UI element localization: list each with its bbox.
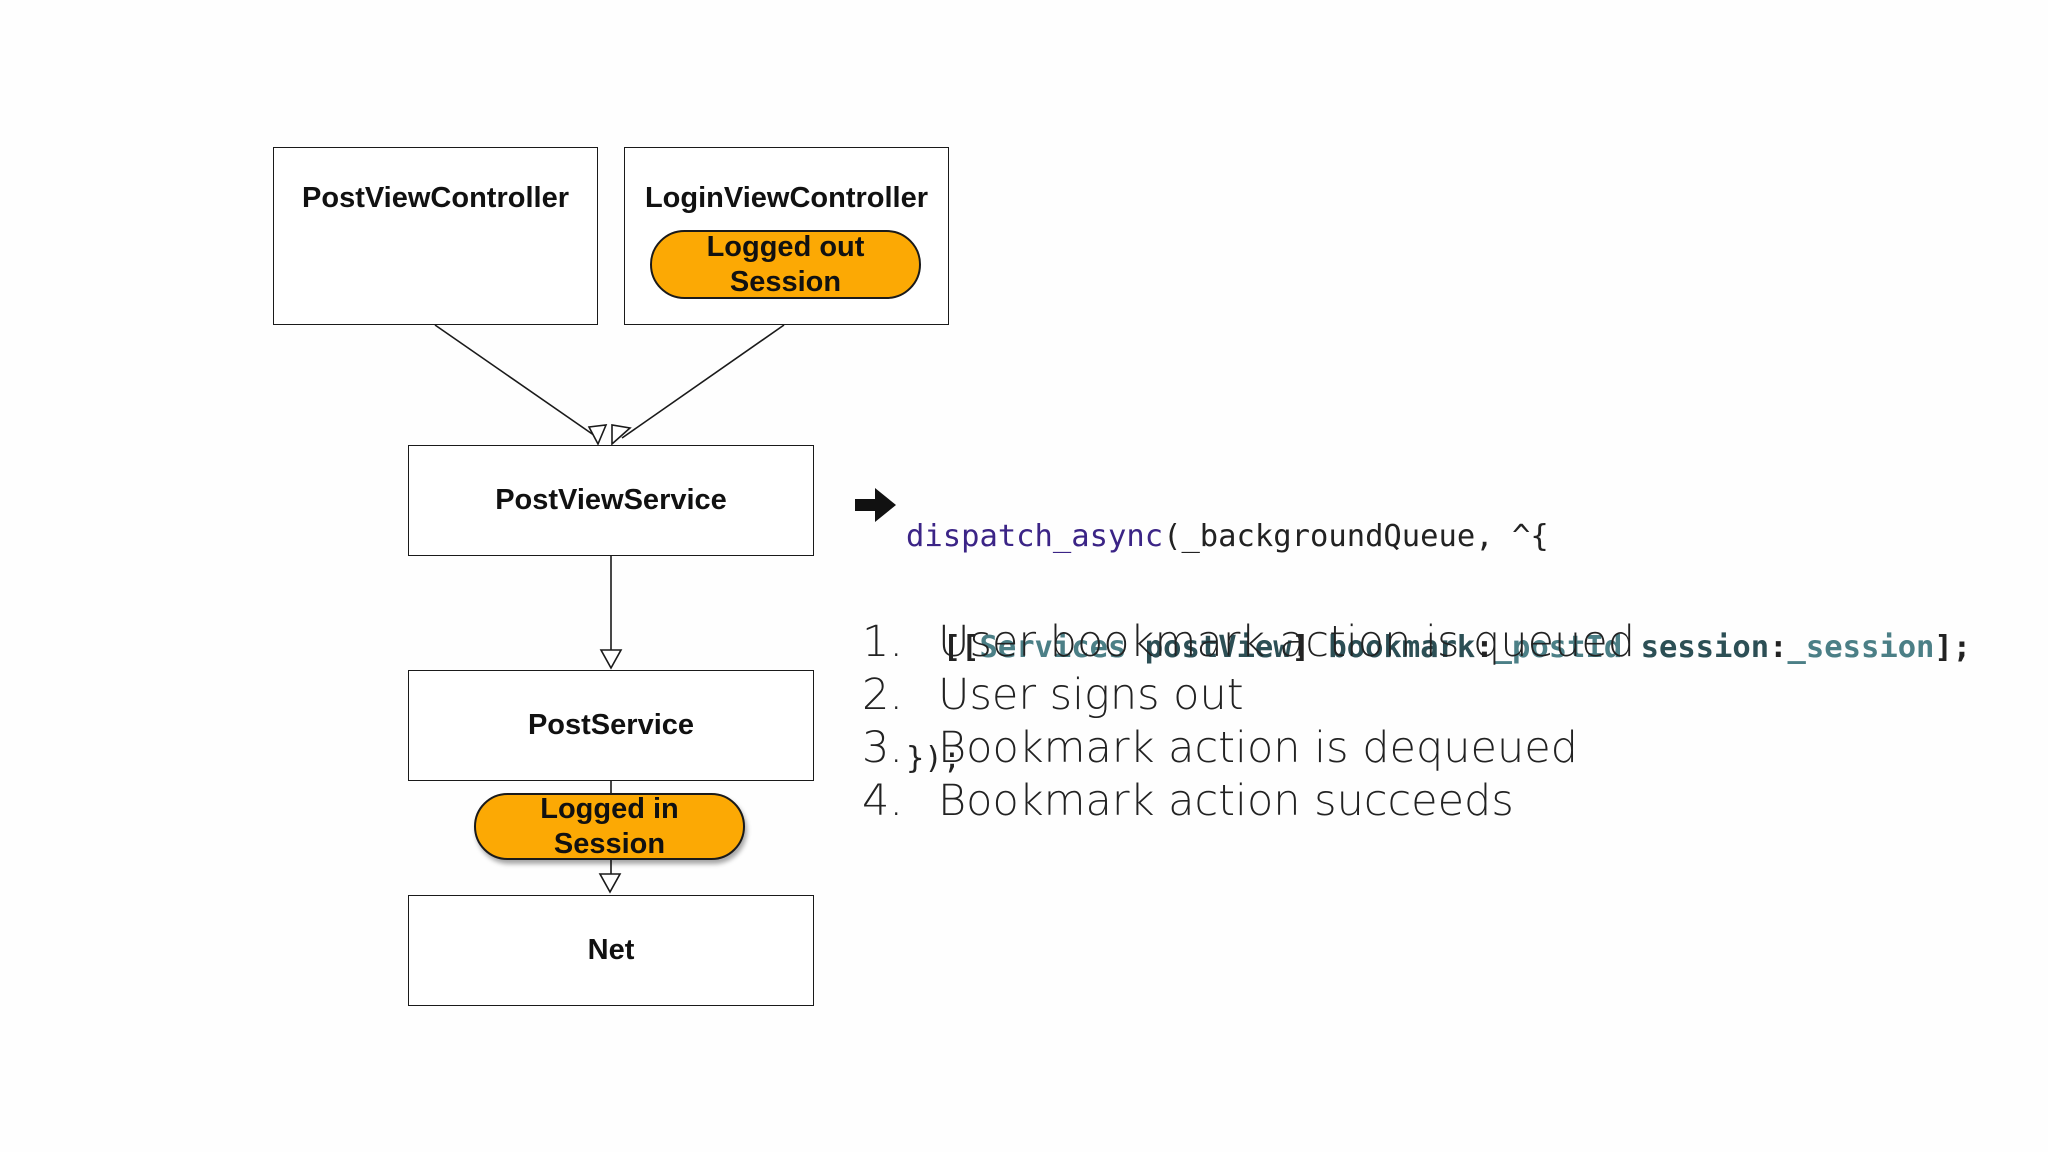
node-post-service: PostService <box>408 670 814 781</box>
step-text: User signs out <box>938 670 1244 720</box>
node-label: PostViewController <box>302 182 569 214</box>
edge-arrowhead-left <box>587 424 608 446</box>
node-label: PostService <box>527 709 695 741</box>
node-label: LoginViewController <box>644 182 929 214</box>
code-colon: : <box>1769 630 1788 665</box>
code-snippet: dispatch_async(_backgroundQueue, ^{ [[Se… <box>906 444 1971 851</box>
code-bracket: [[ <box>942 630 980 665</box>
badge-line: Logged in <box>540 792 679 825</box>
badge-line: Session <box>729 265 842 298</box>
code-line-1: dispatch_async(_backgroundQueue, ^{ <box>906 518 1971 555</box>
code-function: dispatch_async <box>906 519 1164 554</box>
code-argument: _session <box>1787 630 1935 665</box>
code-colon: : <box>1475 630 1494 665</box>
node-post-view-service: PostViewService <box>408 445 814 556</box>
badge-line: Logged out <box>706 230 865 263</box>
step-text: User bookmark action is queued <box>938 617 1636 667</box>
step-number: 4. <box>862 776 904 826</box>
edge-postviewcontroller-to-postviewservice <box>434 324 599 439</box>
code-bracket: ] <box>1291 630 1329 665</box>
code-class: Services <box>979 630 1127 665</box>
node-label: PostViewService <box>495 484 727 516</box>
edge-loginviewcontroller-to-postviewservice <box>621 324 785 439</box>
logged-out-session-badge: Logged out Session <box>650 230 921 299</box>
node-post-view-controller: PostViewController <box>273 147 598 325</box>
right-arrow-icon <box>855 488 896 522</box>
step-text: Bookmark action succeeds <box>938 776 1514 826</box>
logged-in-session-badge: Logged in Session <box>474 793 745 860</box>
edge-arrowhead-right <box>611 424 632 446</box>
node-login-view-controller: LoginViewController Logged out Session <box>624 147 949 325</box>
node-label: Net <box>587 934 635 966</box>
code-line-3: }); <box>906 741 962 776</box>
step-text: Bookmark action is dequeued <box>938 723 1578 773</box>
code-bracket: ]; <box>1934 630 1972 665</box>
code-selector: postView <box>1144 630 1292 665</box>
code-args: (_backgroundQueue, ^{ <box>1163 519 1549 554</box>
edge-arrowhead-postservice <box>599 649 623 670</box>
step-number: 3. <box>862 723 904 773</box>
code-line-2: [[Services postView] bookmark:_postId se… <box>906 629 1971 666</box>
code-selector: bookmark <box>1328 630 1476 665</box>
step-number: 1. <box>862 617 904 667</box>
node-net: Net <box>408 895 814 1006</box>
code-argument: _postId <box>1493 630 1623 665</box>
code-selector: session <box>1640 630 1770 665</box>
step-number: 2. <box>862 670 904 720</box>
edge-arrowhead-net <box>598 873 622 894</box>
badge-line: Session <box>553 827 666 860</box>
